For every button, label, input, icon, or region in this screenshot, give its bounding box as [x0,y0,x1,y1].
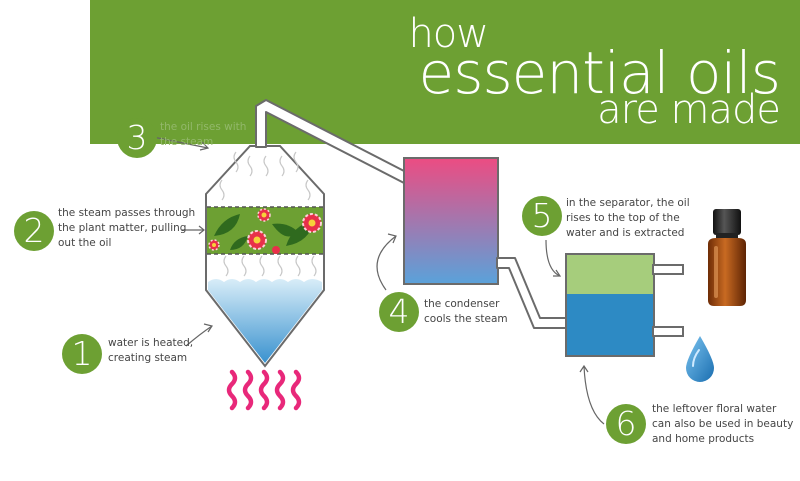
title-line-1: how [408,11,489,57]
step-1-text: water is heated, creating steam [108,336,193,366]
step-4-line: the condenser [424,298,500,310]
step-6-badge: 6 [606,404,646,444]
step-1-badge: 1 [62,334,102,374]
step-1-line: water is heated, [108,337,194,349]
condenser [403,157,499,285]
water-outlet [652,326,684,337]
step-2-text: the steam passes through the plant matte… [58,206,195,251]
step-5-line: rises to the top of the [566,212,680,224]
step-2-line: out the oil [58,237,112,249]
step-3-line: the oil rises with [160,121,247,133]
separator [565,253,684,357]
title-banner [90,0,800,144]
step-5-text: in the separator, the oil rises to the t… [566,196,690,241]
step-5-line: in the separator, the oil [566,197,690,209]
flame-heat-icon [226,369,302,411]
steam-wisps [219,151,317,277]
step-5-line: water and is extracted [566,227,685,239]
step-2-badge: 2 [14,211,54,251]
oil-bottle-icon [708,209,746,306]
water-drop-icon [686,336,714,382]
step-6-text: the leftover floral water can also be us… [652,402,793,447]
arrow-icon [147,135,605,425]
step-4-text: the condenser cools the steam [424,297,508,327]
step-6-line: can also be used in beauty [652,418,794,430]
step-1-line: creating steam [108,352,188,364]
step-2-line: the steam passes through [58,207,196,219]
step-5-badge: 5 [522,196,562,236]
step-6-line: and home products [652,433,755,445]
still-vessel [205,145,325,368]
step-6-line: the leftover floral water [652,403,777,415]
boiling-water [208,279,322,363]
step-3-line: the steam [160,136,214,148]
step-3-text: the oil rises with the steam [160,120,246,150]
title-line-3: are made [597,87,781,133]
flower-icon [208,208,322,254]
step-4-line: cools the steam [424,313,508,325]
leaf-icon [214,214,314,250]
oil-outlet [652,264,684,275]
step-3-badge: 3 [117,118,157,158]
step-4-badge: 4 [379,292,419,332]
title-line-2: essential oils [418,39,781,107]
condenser-pipe [496,257,569,329]
step-2-line: the plant matter, pulling [58,222,187,234]
